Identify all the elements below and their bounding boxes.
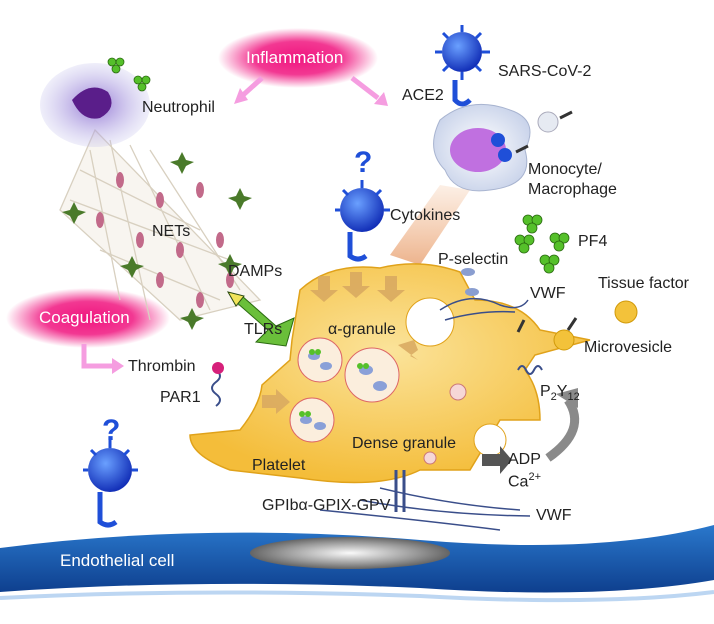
adp-feedback-arrow [545, 397, 580, 462]
pf4-clusters [514, 214, 570, 274]
vwf-strands [319, 297, 531, 531]
neutrophil-granules [107, 57, 151, 92]
question-mark-cytokines: ? [354, 146, 373, 179]
monocyte-label-line1: Monocyte/ [528, 161, 602, 178]
neutrophil-label: Neutrophil [142, 99, 215, 116]
gpib-receptor [394, 470, 406, 512]
dense-granules [423, 383, 467, 465]
vwf-top-label: VWF [530, 285, 566, 302]
coagulation-label: Coagulation [39, 308, 130, 327]
endothelial-label: Endothelial cell [60, 551, 175, 570]
inflammation-glow [218, 28, 378, 88]
damps-label: DAMPs [228, 263, 283, 280]
sars-cov-2-label: SARS-CoV-2 [498, 63, 592, 80]
monocyte-label-line2: Macrophage [528, 181, 617, 198]
ace2-receptor [515, 144, 529, 154]
par1-label: PAR1 [160, 389, 201, 406]
p2y12-sub2: 12 [567, 391, 580, 404]
platelet-label: Platelet [252, 457, 306, 474]
coagulation-glow [6, 288, 170, 348]
small-vesicle-receptor [559, 110, 573, 120]
small-vesicle [537, 111, 559, 133]
cytokines-label: Cytokines [390, 207, 461, 224]
nets-label: NETs [152, 223, 191, 240]
endothelial-reflection [0, 590, 714, 603]
tlrs-label: TLRs [244, 321, 283, 338]
p-selectin-molecules [461, 268, 479, 296]
nets-stars [62, 152, 252, 330]
gpib-label: GPIbα-GPIX-GPV [262, 497, 391, 514]
receptor-p2y12 [517, 365, 543, 375]
tissue-factor-label: Tissue factor [598, 275, 689, 292]
secretion-pore [405, 297, 455, 347]
pf4-label: PF4 [578, 233, 608, 250]
adp-release-arrow [482, 446, 512, 474]
p-selectin-label: P-selectin [438, 251, 509, 268]
adp-label: ADP [508, 451, 541, 468]
ca-label: Ca2+ [508, 472, 541, 490]
question-mark-endothelial: ? [102, 414, 121, 447]
p2y12-sub1: 2 [550, 391, 557, 404]
dense-granule-label: Dense granule [352, 435, 457, 452]
p2y12-base: P [540, 383, 551, 400]
microvesicle-receptor [566, 317, 578, 331]
ca-base: Ca [508, 473, 529, 491]
coag-to-thrombin-arrow [81, 344, 118, 369]
virus-endothelial [83, 440, 138, 528]
damps-arrow [235, 295, 295, 347]
virus-cytokines [335, 180, 390, 262]
microvesicle-dot [553, 329, 575, 351]
nets-web [59, 128, 262, 321]
neutrophil-cell [40, 63, 150, 147]
thrombin-dot [212, 362, 224, 374]
sars-cov-2-virus [435, 25, 490, 107]
microvesicle-label: Microvesicle [584, 339, 673, 356]
damps-triangle [226, 291, 245, 307]
thrombin-label: Thrombin [128, 358, 196, 375]
arrow-to-ace2 [350, 76, 380, 100]
arrow-to-neutrophil [240, 76, 264, 98]
nets-spots [96, 172, 234, 308]
alpha-granule-label: α-granule [328, 321, 396, 338]
inflammation-label: Inflammation [246, 48, 344, 67]
tissue-factor-dot [614, 300, 638, 324]
vwf-bottom-label: VWF [536, 507, 572, 524]
ca-sup: 2+ [528, 471, 541, 483]
ace2-label: ACE2 [402, 87, 444, 104]
endothelial-nucleus [250, 537, 450, 569]
top-receptor [516, 319, 526, 333]
p2y12-mid: Y [556, 383, 568, 400]
par1-receptor [211, 369, 221, 407]
granule-pf4 [299, 349, 369, 417]
monocyte-cell [433, 103, 531, 192]
cytokine-beam [390, 185, 470, 265]
p2y12-label: P2Y12 [540, 384, 580, 403]
granule-arrows [262, 272, 418, 414]
